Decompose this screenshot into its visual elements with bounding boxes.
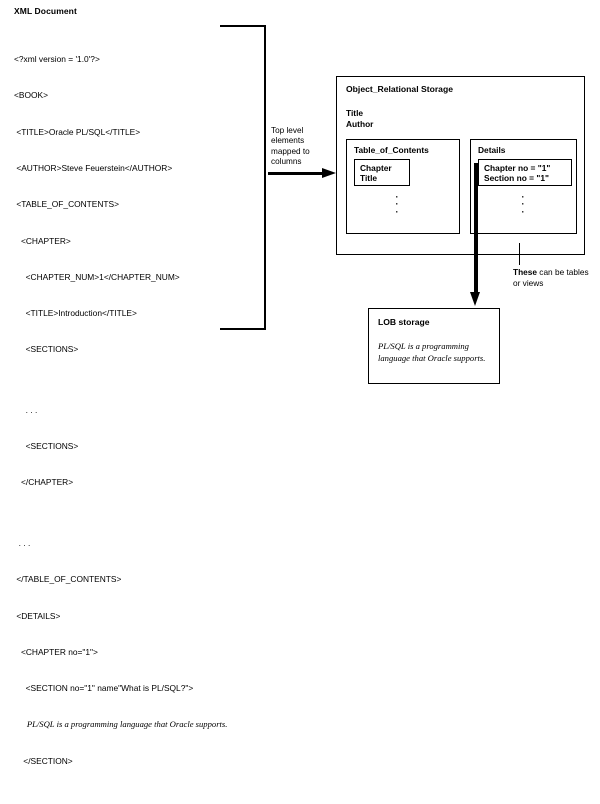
xml-source-listing: <?xml version = '1.0'?> <BOOK> <TITLE>Or… bbox=[14, 29, 229, 804]
storage-column-list: Title Author bbox=[346, 108, 373, 129]
xml-line: <CHAPTER_NUM>1</CHAPTER_NUM> bbox=[14, 271, 180, 282]
table-of-contents-title: Table_of_Contents bbox=[354, 145, 429, 155]
object-relational-storage-box: Object_Relational Storage Title Author T… bbox=[336, 76, 585, 255]
table-of-contents-box: Table_of_Contents Chapter Title ··· bbox=[346, 139, 460, 234]
bracket-top-arm bbox=[220, 25, 266, 27]
row-field: Chapter no = "1" bbox=[484, 163, 551, 173]
arrow-head bbox=[322, 168, 336, 178]
vertical-ellipsis-icon: ··· bbox=[521, 192, 525, 217]
callout-leader-line bbox=[519, 243, 521, 265]
xml-line: <TABLE_OF_CONTENTS> bbox=[14, 199, 120, 210]
details-box: Details Chapter no = "1" Section no = "1… bbox=[470, 139, 577, 234]
arrow-shaft bbox=[474, 163, 478, 295]
lob-storage-title: LOB storage bbox=[378, 317, 430, 327]
row-field: Chapter bbox=[360, 163, 392, 173]
grouping-bracket bbox=[220, 25, 266, 330]
xml-pcdata-text: PL/SQL is a programming language that Or… bbox=[14, 719, 228, 730]
row-field: Section no = "1" bbox=[484, 173, 549, 184]
xml-line: <CHAPTER> bbox=[14, 235, 71, 246]
xml-document-heading: XML Document bbox=[14, 6, 77, 16]
xml-line: </TABLE_OF_CONTENTS> bbox=[14, 574, 122, 585]
lob-arrow-icon bbox=[470, 163, 482, 308]
xml-line: <TITLE>Oracle PL/SQL</TITLE> bbox=[14, 126, 141, 137]
storage-box-title: Object_Relational Storage bbox=[346, 84, 453, 94]
xml-line: <DETAILS> bbox=[14, 610, 61, 621]
xml-line: </CHAPTER> bbox=[14, 477, 74, 488]
vertical-ellipsis-icon: ··· bbox=[395, 192, 399, 217]
xml-line: . . . bbox=[14, 404, 38, 415]
bracket-bottom-arm bbox=[220, 328, 266, 330]
xml-line: <SECTIONS> bbox=[14, 441, 79, 452]
tables-or-views-note: These can be tables or views bbox=[513, 267, 593, 288]
xml-line: <?xml version = '1.0'?> bbox=[14, 54, 100, 65]
storage-column: Author bbox=[346, 118, 374, 129]
table-of-contents-row-box: Chapter Title bbox=[354, 159, 410, 186]
xml-line: . . . bbox=[14, 537, 31, 548]
note-bold-word: These bbox=[513, 267, 537, 277]
note-rest: can be tables or views bbox=[513, 267, 589, 288]
row-field: Title bbox=[360, 173, 378, 184]
bracket-spine bbox=[264, 25, 266, 330]
xml-line: <SECTION no="1" name"What is PL/SQL?"> bbox=[14, 683, 194, 694]
mapping-arrow-icon bbox=[268, 168, 336, 180]
xml-line: <CHAPTER no="1"> bbox=[14, 646, 98, 657]
xml-line: <AUTHOR>Steve Feuerstein</AUTHOR> bbox=[14, 163, 173, 174]
diagram-canvas: XML Document <?xml version = '1.0'?> <BO… bbox=[14, 6, 593, 766]
xml-line: <BOOK> bbox=[14, 90, 48, 101]
arrow-head bbox=[470, 292, 480, 306]
xml-line: <SECTIONS> bbox=[14, 344, 79, 355]
xml-line: <TITLE>Introduction</TITLE> bbox=[14, 308, 137, 319]
details-title: Details bbox=[478, 145, 506, 155]
lob-storage-content: PL/SQL is a programming language that Or… bbox=[378, 341, 486, 364]
details-row-box: Chapter no = "1" Section no = "1" bbox=[478, 159, 572, 186]
xml-line: </SECTION> bbox=[14, 755, 73, 766]
mapping-caption: Top level elements mapped to columns bbox=[271, 126, 310, 167]
lob-storage-box: LOB storage PL/SQL is a programming lang… bbox=[368, 308, 500, 384]
arrow-shaft bbox=[268, 172, 324, 176]
storage-column: Title bbox=[346, 108, 364, 118]
